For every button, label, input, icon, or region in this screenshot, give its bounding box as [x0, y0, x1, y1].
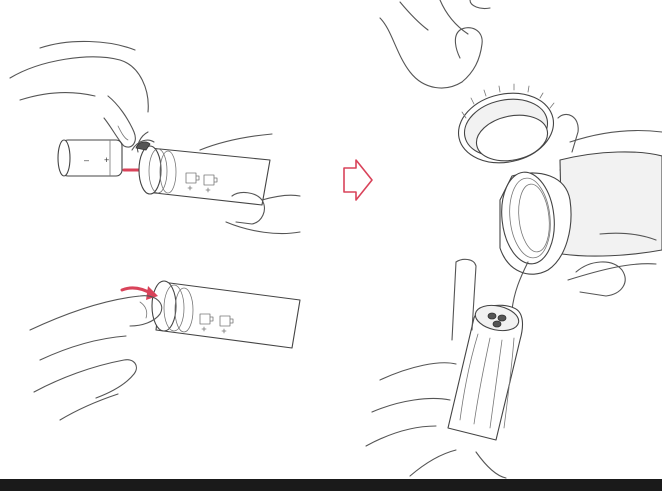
flashlight-cap: [452, 84, 560, 171]
right-hand: [558, 114, 662, 296]
battery-plus-label: +: [104, 155, 109, 165]
step-close-tube: [30, 281, 300, 420]
open-tube-head: [497, 170, 571, 275]
flashlight-body: [448, 302, 522, 440]
flashlight-tube: [132, 132, 270, 205]
top-hand: [380, 0, 490, 88]
step-tethered-cap: [366, 0, 662, 478]
pressing-hand: [30, 296, 162, 420]
next-step-arrow-icon: [344, 160, 372, 200]
step-insert-battery: – +: [10, 41, 300, 233]
battery-minus-label: –: [84, 155, 89, 165]
upper-hand: [10, 41, 148, 147]
footer-bar: [0, 479, 662, 491]
battery-cell: – +: [58, 140, 122, 176]
